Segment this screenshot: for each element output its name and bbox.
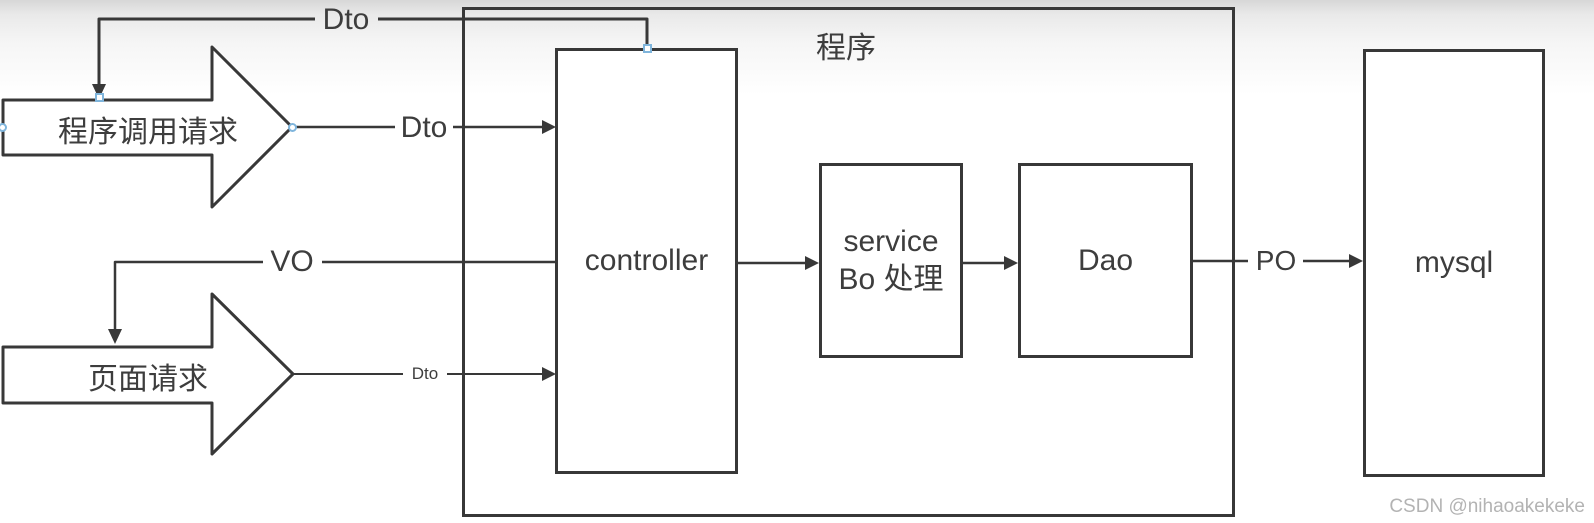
- arrowhead-vo-down: [108, 329, 122, 344]
- block-arrow-page-request: [1, 292, 295, 456]
- connection-dot-program-call-tip: [288, 123, 297, 132]
- arrowhead-dto-top-down: [92, 84, 106, 99]
- service-box: service Bo 处理: [819, 163, 963, 358]
- connection-dot-program-call-left: [0, 123, 7, 132]
- mysql-label: mysql: [1414, 246, 1494, 279]
- program-container-label: 程序: [816, 32, 876, 65]
- page-request-label: 页面请求: [88, 363, 208, 396]
- edge-dto-top-left-segment: [97, 17, 315, 85]
- edge-dto-top-right-segment: [378, 17, 649, 48]
- edge-label-dto-top: Dto: [322, 3, 370, 36]
- service-label-line2: Bo 处理: [838, 262, 944, 296]
- arrowhead-into-mysql: [1349, 254, 1363, 268]
- edge-vo-left-segment: [113, 260, 263, 329]
- program-call-request-label: 程序调用请求: [58, 116, 238, 149]
- controller-box: controller: [555, 48, 738, 474]
- edge-label-po: PO: [1255, 245, 1297, 276]
- dao-label: Dao: [1077, 243, 1134, 277]
- edge-label-dto-small: Dto: [411, 364, 439, 383]
- edge-label-vo: VO: [270, 245, 314, 278]
- edge-label-dto-mid: Dto: [400, 111, 448, 144]
- arrowhead-dto-mid-right: [542, 120, 556, 134]
- service-label-line1: service: [843, 224, 939, 258]
- watermark-text: CSDN @nihaoakekeke: [1389, 496, 1585, 517]
- arrowhead-into-dao: [1004, 256, 1018, 270]
- mysql-box: mysql: [1363, 49, 1545, 477]
- arrowhead-dto-small-right: [542, 367, 556, 381]
- dao-box: Dao: [1018, 163, 1193, 358]
- connection-square-controller-top: [643, 44, 652, 53]
- arrowhead-into-service: [805, 256, 819, 270]
- program-container-box: [462, 7, 1235, 517]
- controller-label: controller: [584, 244, 709, 277]
- block-arrow-program-call: [1, 45, 294, 209]
- connection-square-program-call-top: [95, 93, 104, 102]
